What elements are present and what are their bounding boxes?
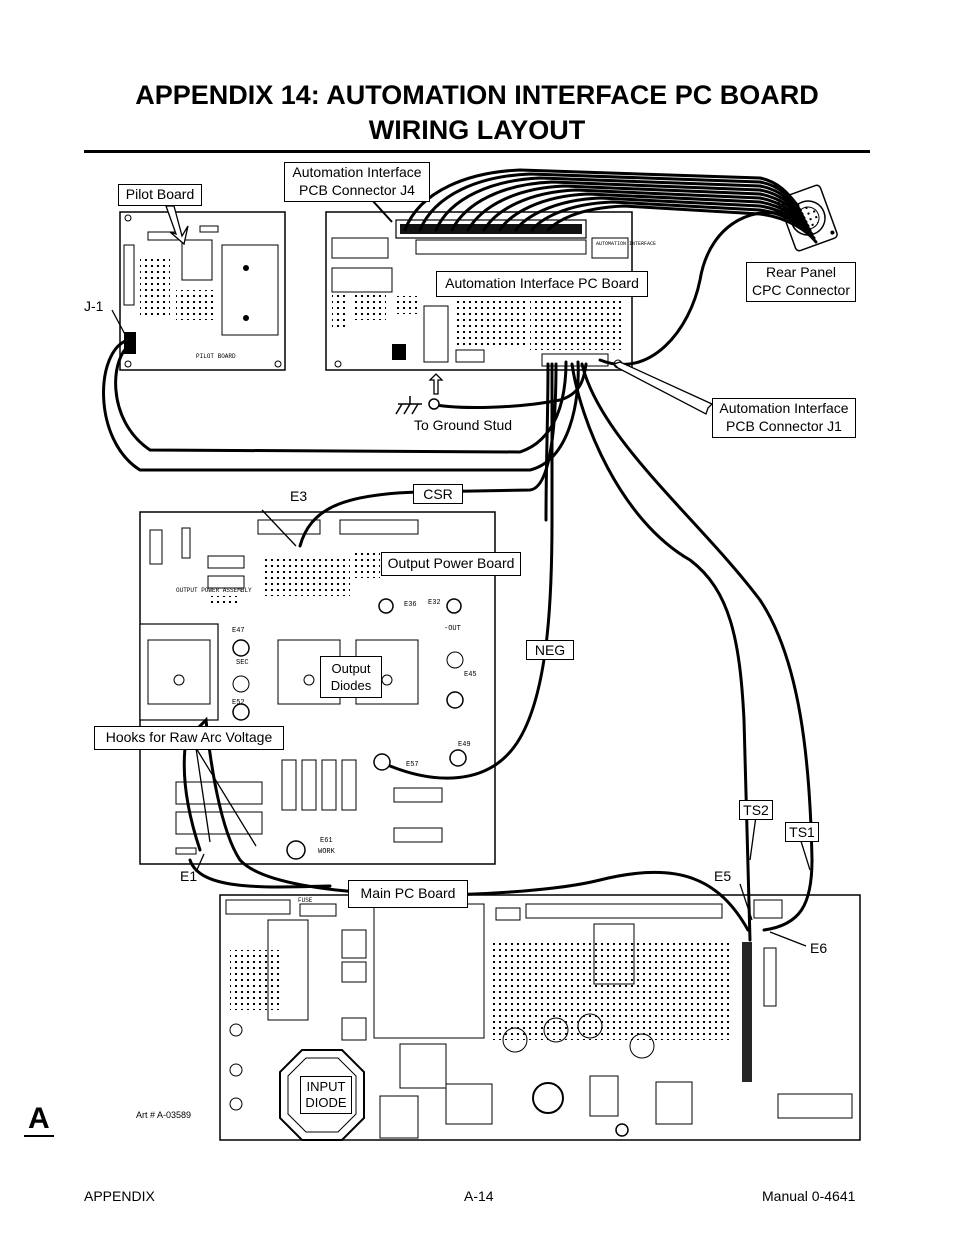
automation-board-text: AUTOMATION INTERFACE <box>596 241 656 247</box>
callout-input-diode-line-2: DIODE <box>305 1095 347 1110</box>
e36-text: E36 <box>404 601 417 609</box>
footer-manual: Manual 0-4641 <box>762 1188 856 1204</box>
pilot-board: PILOT BOARD <box>119 211 286 371</box>
label-e6: E6 <box>810 940 828 956</box>
footer-left: APPENDIX <box>84 1188 155 1204</box>
sec-text: SEC <box>236 659 249 667</box>
pilot-board-text: PILOT BOARD <box>196 353 236 360</box>
e45-text: E45 <box>464 671 477 679</box>
callout-neg: NEG <box>526 640 574 660</box>
footer-page-number: A-14 <box>464 1188 494 1204</box>
label-e1: E1 <box>180 868 198 884</box>
label-e3: E3 <box>290 488 308 504</box>
e47-text: E47 <box>232 627 245 635</box>
section-marker-rule <box>24 1135 54 1137</box>
e32-text: E32 <box>428 599 441 607</box>
callout-output-diodes: Output Diodes <box>320 656 382 698</box>
fuse-text: FUSE <box>298 897 313 904</box>
e57-text: E57 <box>406 761 419 769</box>
callout-input-diode: INPUT DIODE <box>300 1076 352 1114</box>
callout-output-diodes-line-1: Output <box>331 661 371 676</box>
callout-csr: CSR <box>413 484 463 504</box>
page-title-line-1: APPENDIX 14: AUTOMATION INTERFACE PC BOA… <box>135 80 819 110</box>
callout-rear-panel-line-1: Rear Panel <box>765 264 837 280</box>
callout-main-pc-board: Main PC Board <box>348 880 468 908</box>
callout-hooks: Hooks for Raw Arc Voltage <box>94 726 284 750</box>
callout-input-diode-line-1: INPUT <box>306 1079 346 1094</box>
callout-pilot-board: Pilot Board <box>118 184 202 206</box>
callout-j1-line-1: Automation Interface <box>719 400 849 416</box>
art-number: Art # A-03589 <box>136 1110 192 1120</box>
callout-j1: Automation Interface PCB Connector J1 <box>712 398 856 438</box>
callout-j4-line-2: PCB Connector J4 <box>299 182 415 198</box>
out-text: -OUT <box>444 625 461 633</box>
page-title-line-2: WIRING LAYOUT <box>368 115 586 145</box>
title-rule <box>84 150 870 153</box>
callout-j4-line-1: Automation Interface <box>292 164 422 180</box>
label-e5: E5 <box>714 868 732 884</box>
output-assembly-text: OUTPUT POWER ASSEMBLY <box>176 587 252 594</box>
callout-aipcb: Automation Interface PC Board <box>436 271 648 297</box>
label-j1-connector: J-1 <box>84 298 104 314</box>
callout-output-power-board: Output Power Board <box>381 552 521 576</box>
ground-symbol <box>395 396 440 415</box>
callout-j4: Automation Interface PCB Connector J4 <box>284 162 430 202</box>
section-marker: A <box>28 1102 50 1135</box>
callout-j1-line-2: PCB Connector J1 <box>726 418 842 434</box>
callout-output-diodes-line-2: Diodes <box>330 678 372 693</box>
e61-text: E61 <box>320 837 333 845</box>
callout-rear-panel-line-2: CPC Connector <box>751 282 851 298</box>
callout-rear-panel: Rear Panel CPC Connector <box>746 262 856 302</box>
e52-text: E52 <box>232 699 245 707</box>
label-ground-stud: To Ground Stud <box>414 417 513 433</box>
callout-ts1: TS1 <box>785 822 819 842</box>
work-text: WORK <box>318 848 336 856</box>
callout-ts2: TS2 <box>739 800 773 820</box>
e49-text: E49 <box>458 741 471 749</box>
